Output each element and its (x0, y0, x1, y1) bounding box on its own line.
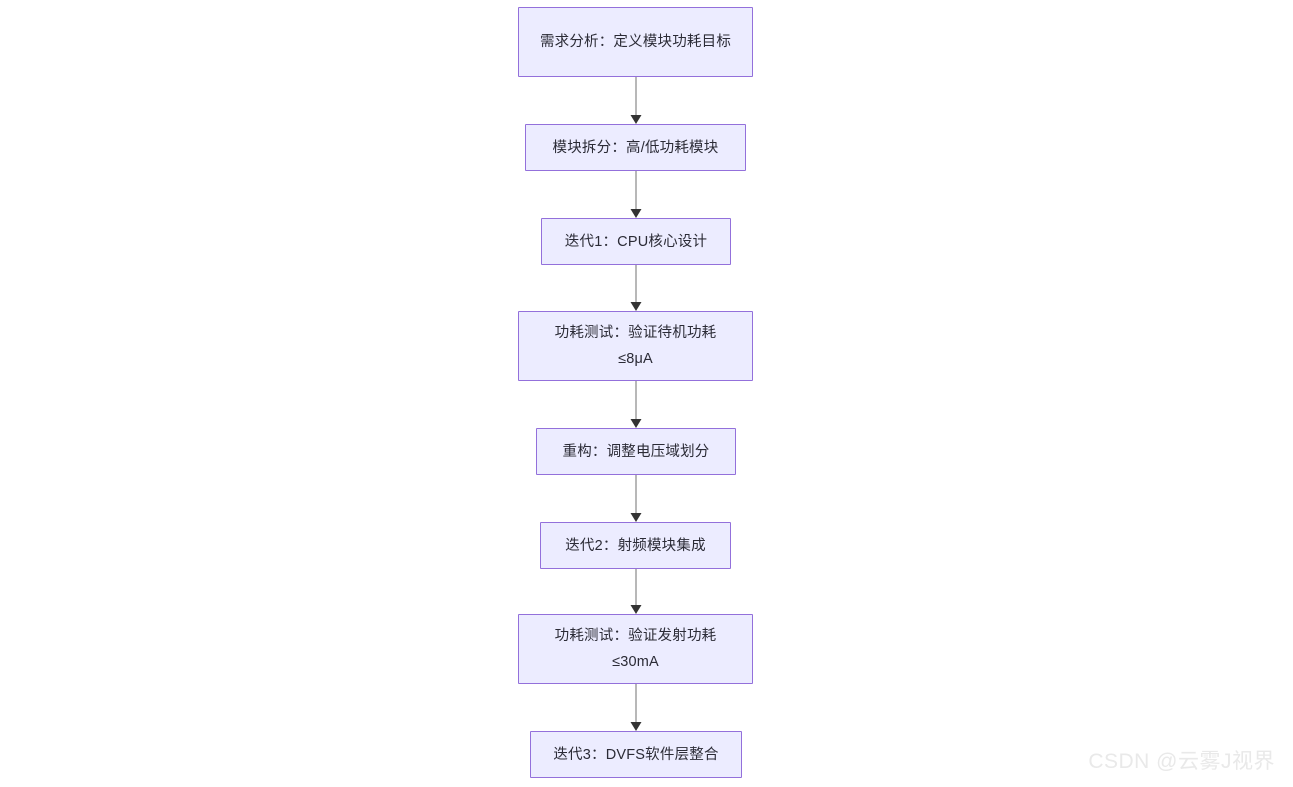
flow-node-n7[interactable]: 功耗测试：验证发射功耗 ≤30mA (518, 614, 753, 684)
flow-edge-e1 (630, 77, 642, 124)
arrowhead-icon (630, 115, 642, 124)
csdn-watermark: CSDN @云雾J视界 (1088, 750, 1275, 773)
flow-edge-e2 (630, 171, 642, 218)
flow-node-n6[interactable]: 迭代2：射频模块集成 (540, 522, 731, 569)
flow-edge-e5 (630, 474, 642, 522)
arrowhead-icon (630, 722, 642, 731)
flow-node-n4[interactable]: 功耗测试：验证待机功耗 ≤8μA (518, 311, 753, 381)
flow-edge-e6 (630, 568, 642, 614)
arrowhead-icon (630, 302, 642, 311)
flow-node-n5[interactable]: 重构：调整电压域划分 (536, 428, 736, 475)
arrowhead-icon (630, 209, 642, 218)
flow-node-n2[interactable]: 模块拆分：高/低功耗模块 (525, 124, 746, 171)
flow-node-n8[interactable]: 迭代3：DVFS软件层整合 (530, 731, 742, 778)
flow-edge-e7 (630, 684, 642, 731)
flow-node-n1[interactable]: 需求分析：定义模块功耗目标 (518, 7, 753, 77)
arrowhead-icon (630, 419, 642, 428)
arrowhead-icon (630, 513, 642, 522)
arrowhead-icon (630, 605, 642, 614)
flow-edge-e4 (630, 381, 642, 428)
flow-edge-e3 (630, 265, 642, 311)
flow-node-n3[interactable]: 迭代1：CPU核心设计 (541, 218, 731, 265)
